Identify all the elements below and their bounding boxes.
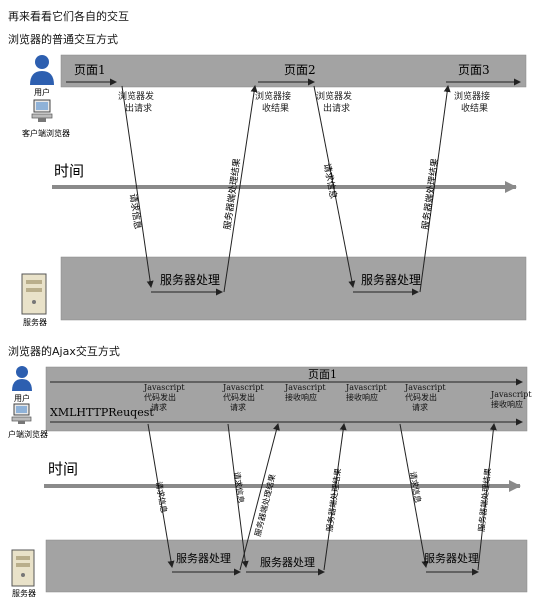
ajax-response-label-3: 服务器端处理结果 bbox=[476, 468, 493, 533]
ajax-client-label: 户端浏览器 bbox=[8, 429, 48, 439]
action-label-2-line: 收结果 bbox=[262, 102, 289, 114]
action-label-1-line: 浏览器发 bbox=[118, 90, 154, 102]
xhr-label: XMLHTTPReuqest bbox=[50, 406, 154, 419]
ajax-response-label-1: 服务器端处理结果 bbox=[252, 473, 277, 538]
normal-diagram: 用户 客户端浏览器 服务器 时间 页面1 页面2 页面3 浏览器发 bbox=[8, 52, 535, 332]
ajax-server-process-label-1: 服务器处理 bbox=[176, 552, 231, 565]
ajax-heading: 浏览器的Ajax交互方式 bbox=[8, 345, 120, 358]
ajax-action-4-line: Javascript bbox=[345, 383, 387, 392]
request-arrow-1 bbox=[121, 85, 154, 288]
ajax-action-5-line: 请求 bbox=[412, 402, 428, 412]
page-label-2: 页面2 bbox=[284, 63, 316, 77]
ajax-action-3-line: 接收响应 bbox=[285, 392, 317, 402]
ajax-response-arrow-2 bbox=[323, 423, 347, 571]
ajax-response-arrow-1 bbox=[239, 423, 280, 571]
server-label: 服务器 bbox=[23, 317, 47, 327]
normal-heading: 浏览器的普通交互方式 bbox=[8, 33, 118, 46]
ajax-action-3-line: Javascript bbox=[284, 383, 326, 392]
ajax-request-arrow-2 bbox=[227, 423, 249, 568]
ajax-computer-icon bbox=[11, 403, 32, 424]
ajax-action-6-line: 接收响应 bbox=[491, 399, 523, 409]
ajax-user-icon bbox=[12, 366, 32, 391]
request-label-1: 请求信息 bbox=[127, 193, 144, 230]
action-label-1-line: 出请求 bbox=[125, 102, 152, 114]
ajax-action-1-line: 请求 bbox=[151, 402, 167, 412]
response-label-2: 服务器端处理结果 bbox=[419, 157, 441, 230]
ajax-page-label: 页面1 bbox=[308, 368, 337, 381]
action-label-4: 浏览器接 收结果 bbox=[454, 90, 493, 114]
ajax-server-process-label-2: 服务器处理 bbox=[260, 556, 315, 569]
ajax-server-label: 服务器 bbox=[12, 588, 36, 598]
page-label-3: 页面3 bbox=[458, 63, 490, 77]
page-label-1: 页面1 bbox=[74, 63, 106, 77]
computer-icon bbox=[31, 99, 53, 122]
action-label-3: 浏览器发 出请求 bbox=[316, 90, 355, 114]
ajax-request-arrow-3 bbox=[399, 423, 429, 568]
ajax-server-band bbox=[45, 539, 528, 593]
normal-diagram-svg: 用户 客户端浏览器 服务器 时间 页面1 页面2 页面3 浏览器发 bbox=[21, 54, 527, 327]
ajax-server-process-label-3: 服务器处理 bbox=[424, 552, 479, 565]
server-icon bbox=[21, 273, 47, 315]
action-label-3-line: 出请求 bbox=[323, 102, 350, 114]
user-icon bbox=[30, 55, 54, 85]
user-label: 用户 bbox=[34, 87, 50, 97]
ajax-action-4-line: 接收响应 bbox=[346, 392, 378, 402]
ajax-request-label-2: 请求信息 bbox=[232, 471, 246, 504]
time-label: 时间 bbox=[54, 162, 84, 180]
ajax-action-2-line: 请求 bbox=[230, 402, 246, 412]
ajax-time-label: 时间 bbox=[48, 460, 78, 478]
ajax-request-arrow-1 bbox=[147, 423, 175, 568]
ajax-client-band bbox=[45, 366, 528, 432]
response-arrow-2 bbox=[419, 85, 451, 293]
response-label-1: 服务器端处理结果 bbox=[221, 157, 243, 230]
server-process-label-2: 服务器处理 bbox=[361, 272, 421, 287]
ajax-action-6-line: Javascript bbox=[490, 390, 532, 399]
server-band bbox=[60, 256, 527, 321]
ajax-action-5-line: Javascript bbox=[404, 383, 446, 392]
ajax-action-2-line: Javascript bbox=[222, 383, 264, 392]
ajax-action-1-line: 代码发出 bbox=[144, 392, 176, 402]
ajax-action-2-line: 代码发出 bbox=[223, 392, 255, 402]
main-heading: 再来看看它们各自的交互 bbox=[8, 10, 129, 23]
response-arrow-1 bbox=[223, 85, 258, 293]
ajax-user-label: 用户 bbox=[14, 393, 30, 403]
ajax-diagram: 用户 户端浏览器 服务器 时间 页面1 XMLHTTPReuqest Javas… bbox=[8, 362, 535, 602]
request-label-2: 请求信息 bbox=[321, 162, 340, 200]
ajax-action-5-line: 代码发出 bbox=[405, 392, 437, 402]
ajax-server-icon bbox=[11, 549, 35, 587]
action-label-1: 浏览器发 出请求 bbox=[118, 90, 157, 114]
action-label-2: 浏览器接 收结果 bbox=[255, 90, 294, 114]
action-label-3-line: 浏览器发 bbox=[316, 90, 352, 102]
ajax-response-arrow-3 bbox=[477, 423, 497, 571]
request-arrow-2 bbox=[313, 85, 356, 288]
server-process-label-1: 服务器处理 bbox=[160, 272, 220, 287]
ajax-diagram-svg: 用户 户端浏览器 服务器 时间 页面1 XMLHTTPReuqest Javas… bbox=[8, 366, 532, 598]
ajax-response-label-2: 服务器端处理结果 bbox=[324, 468, 343, 533]
action-label-2-line: 浏览器接 bbox=[255, 90, 291, 102]
client-label: 客户端浏览器 bbox=[22, 128, 70, 138]
action-label-4-line: 浏览器接 bbox=[454, 90, 490, 102]
ajax-action-1-line: Javascript bbox=[143, 383, 185, 392]
action-label-4-line: 收结果 bbox=[461, 102, 488, 114]
